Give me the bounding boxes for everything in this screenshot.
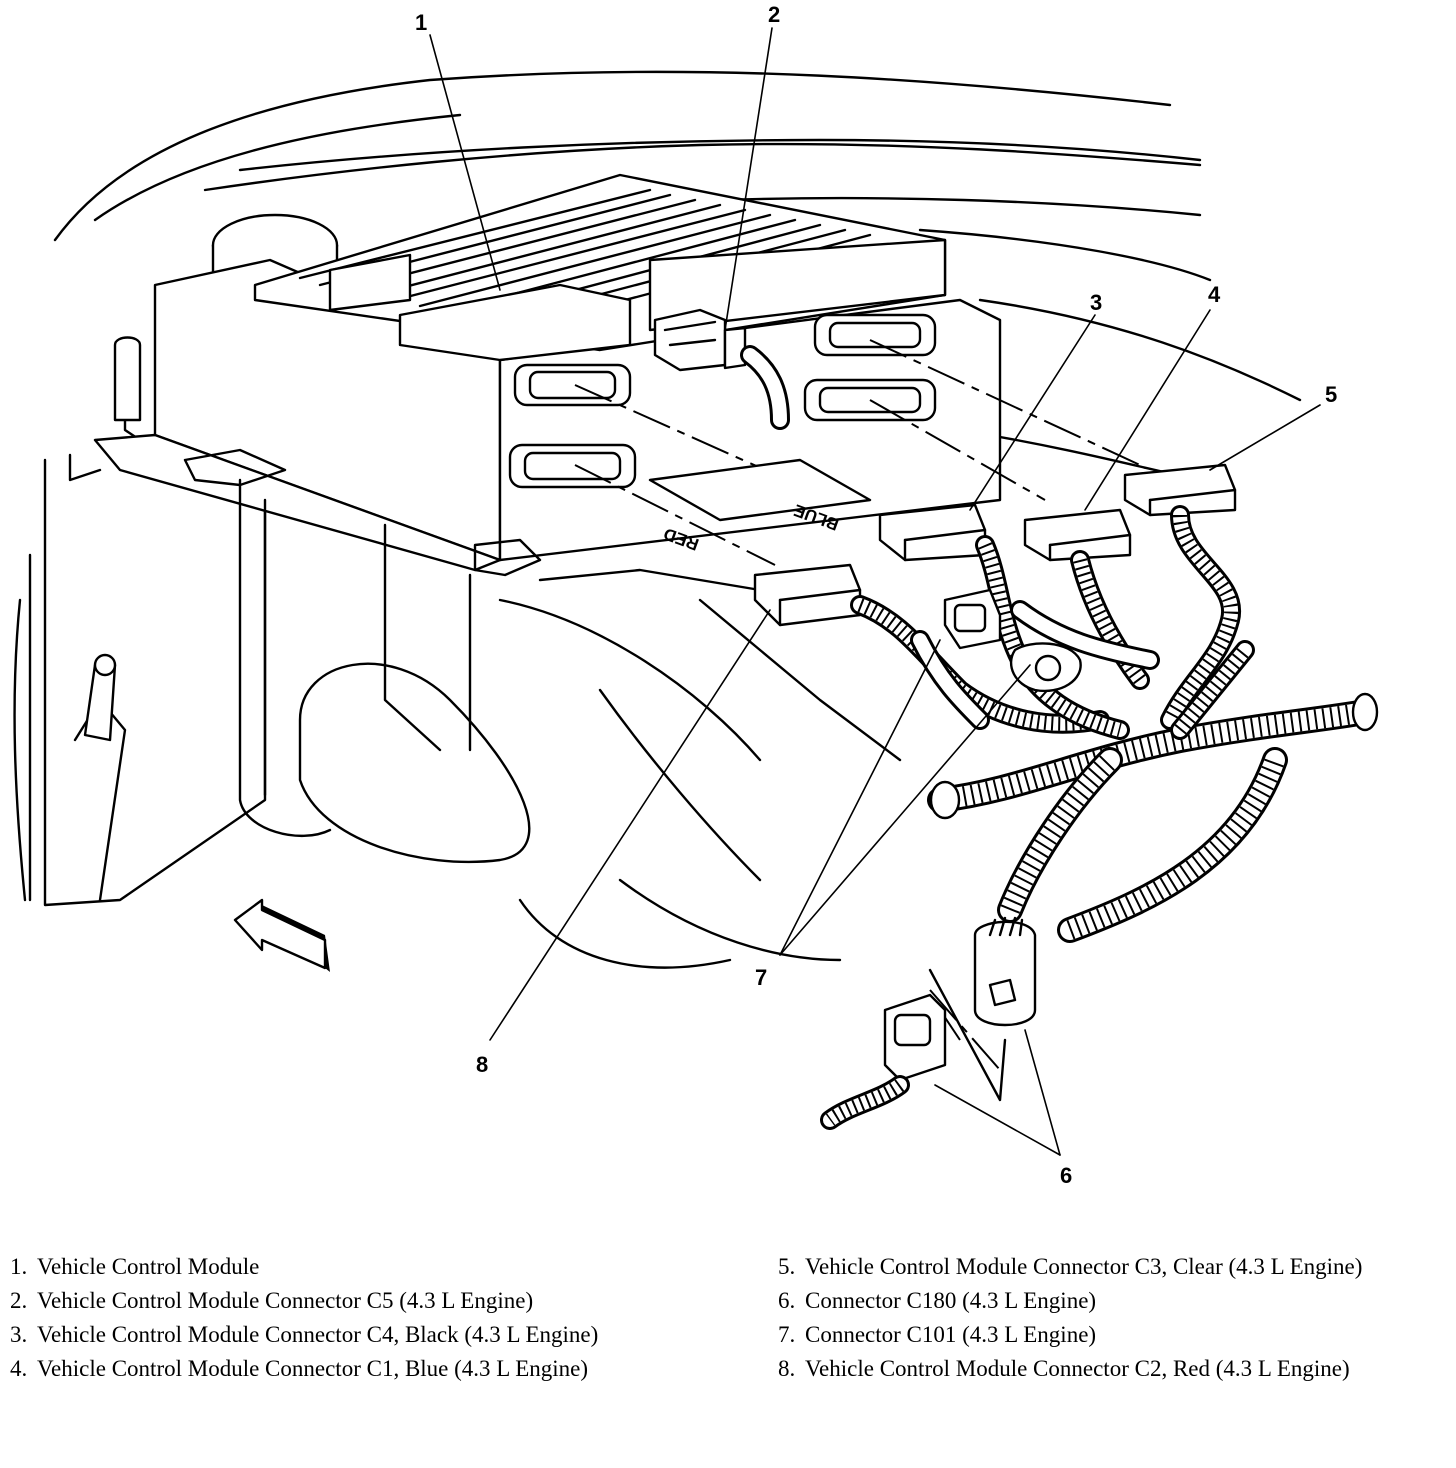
legend-item-text: Connector C180 (4.3 L Engine) [805, 1288, 1097, 1313]
wire-harness [850, 505, 1379, 943]
legend-item-text: Vehicle Control Module Connector C5 (4.3… [37, 1288, 534, 1313]
legend-item-text: Vehicle Control Module [37, 1254, 260, 1279]
legend-item: 1. Vehicle Control Module [10, 1250, 670, 1284]
fender-panel [13, 336, 267, 907]
legend-item-number: 1. [10, 1254, 28, 1279]
plug-c4-black [878, 503, 987, 562]
legend-item-number: 4. [10, 1356, 28, 1381]
plug-c3-clear [1123, 463, 1237, 517]
legend-item-number: 3. [10, 1322, 28, 1347]
windshield-lines [53, 70, 1302, 482]
callout-numbers: 1 2 3 4 5 6 7 8 [415, 2, 1337, 1188]
vcm-connector-diagram: BLUE RED [13, 2, 1379, 1188]
legend-item-text: Vehicle Control Module Connector C1, Blu… [37, 1356, 589, 1381]
vcm-socket-c3 [813, 313, 937, 357]
legend-item-number: 8. [778, 1356, 796, 1381]
front-direction-arrow-icon [233, 898, 330, 972]
legend-item: 2. Vehicle Control Module Connector C5 (4… [10, 1284, 670, 1318]
legend-item: 4. Vehicle Control Module Connector C1, B… [10, 1352, 670, 1386]
legend-item-text: Connector C101 (4.3 L Engine) [805, 1322, 1097, 1347]
legend-item-text: Vehicle Control Module Connector C3, Cle… [805, 1254, 1363, 1279]
legend-item-number: 6. [778, 1288, 796, 1313]
callout-6: 6 [1060, 1163, 1072, 1188]
callout-4: 4 [1208, 282, 1221, 307]
legend-item: 8. Vehicle Control Module Connector C2, R… [778, 1352, 1443, 1386]
legend-item: 7. Connector C101 (4.3 L Engine) [778, 1318, 1443, 1352]
callout-7: 7 [755, 965, 767, 990]
callout-5: 5 [1325, 382, 1337, 407]
leader-lines [429, 27, 1321, 1156]
callout-8: 8 [476, 1052, 488, 1077]
legend-left-column: 1. Vehicle Control Module 2. Vehicle Contr… [10, 1250, 670, 1386]
callout-3: 3 [1090, 290, 1102, 315]
legend-item: 6. Connector C180 (4.3 L Engine) [778, 1284, 1443, 1318]
legend-item-text: Vehicle Control Module Connector C2, Red… [805, 1356, 1350, 1381]
vcm-socket-c4 [508, 443, 637, 489]
connector-c101 [943, 588, 1082, 693]
vcm-socket-c2 [513, 363, 632, 407]
legend-item-number: 5. [778, 1254, 796, 1279]
legend-item: 5. Vehicle Control Module Connector C3, C… [778, 1250, 1443, 1284]
connector-c180 [820, 916, 1037, 1130]
vehicle-control-module [253, 173, 947, 489]
legend-item-number: 7. [778, 1322, 796, 1347]
callout-1: 1 [415, 10, 427, 35]
plug-c2-red [753, 563, 862, 627]
legend-item-text: Vehicle Control Module Connector C4, Bla… [37, 1322, 599, 1347]
connector-c5 [653, 308, 790, 430]
plug-c1-blue [1023, 508, 1132, 562]
legend-right-column: 5. Vehicle Control Module Connector C3, C… [778, 1250, 1443, 1386]
callout-2: 2 [768, 2, 780, 27]
legend-item-number: 2. [10, 1288, 28, 1313]
legend-item: 3. Vehicle Control Module Connector C4, B… [10, 1318, 670, 1352]
